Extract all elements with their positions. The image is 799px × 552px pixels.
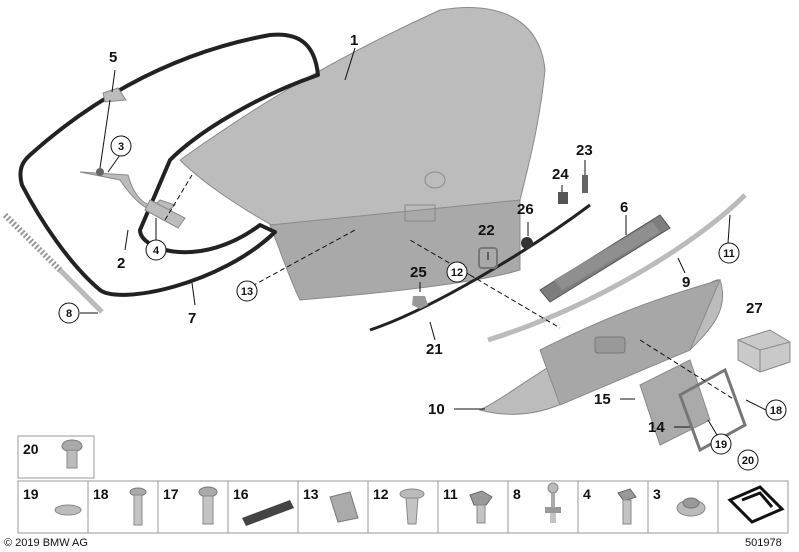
callout-15: 15	[594, 391, 611, 408]
box-27-part	[737, 329, 791, 373]
fastener-label-8: 8	[513, 486, 521, 502]
callout-1: 1	[350, 32, 358, 49]
callout-3: 3	[110, 135, 132, 157]
diagram-number: 501978	[745, 537, 782, 549]
screw-17-icon	[198, 486, 218, 525]
svg-text:11: 11	[723, 248, 735, 260]
nut-bolt-11-icon	[469, 490, 493, 524]
fastener-label-4: 4	[583, 486, 591, 502]
fastener-label-19: 19	[23, 486, 39, 502]
ball-stud-icon	[545, 482, 561, 523]
clip-24-part	[558, 192, 568, 204]
fastener-label-11: 11	[443, 486, 458, 502]
nut-3-icon	[676, 497, 706, 517]
washer-icon	[54, 504, 82, 516]
callout-27: 27	[746, 300, 763, 317]
clip-12-icon	[399, 488, 425, 525]
callout-7: 7	[188, 310, 196, 327]
plug-26-part	[521, 237, 533, 249]
gas-strut-part	[2, 212, 104, 314]
callout-19: 19	[710, 433, 732, 455]
hinge-part	[79, 87, 186, 229]
callout-5: 5	[109, 49, 117, 66]
buffer-25-part	[412, 296, 428, 309]
callout-4: 4	[145, 239, 167, 261]
fastener-label-12: 12	[373, 486, 389, 502]
chrome-strip-part	[487, 193, 747, 343]
callout-6: 6	[620, 199, 628, 216]
callout-13: 13	[236, 280, 258, 302]
leader-lines	[80, 47, 767, 441]
trim-strip-part	[369, 203, 591, 332]
callout-20: 20	[737, 449, 759, 471]
trunk-lid-part	[179, 7, 546, 301]
callout-22: 22	[478, 222, 495, 239]
svg-text:18: 18	[770, 405, 782, 417]
callout-2: 2	[117, 255, 125, 272]
fastener-label-13: 13	[303, 486, 319, 502]
fastener-cell-20: 20	[17, 435, 95, 479]
grommet-22-part	[478, 247, 498, 269]
callout-26: 26	[517, 201, 534, 218]
screw-18-icon	[129, 487, 147, 526]
callout-8: 8	[58, 302, 80, 324]
fastener-label-17: 17	[163, 486, 179, 502]
callout-18: 18	[765, 399, 787, 421]
copyright-text: © 2019 BMW AG	[4, 537, 88, 549]
callout-10: 10	[428, 401, 445, 418]
fastener-label-3: 3	[653, 486, 661, 502]
trim-panel-part	[478, 279, 724, 415]
fastener-label-16: 16	[233, 486, 249, 502]
callout-14: 14	[648, 419, 665, 436]
svg-text:13: 13	[241, 286, 253, 298]
svg-text:20: 20	[742, 455, 754, 467]
foam-pad-icon	[242, 500, 294, 526]
svg-text:19: 19	[715, 439, 727, 451]
callout-25: 25	[410, 264, 427, 281]
buffer-23-part	[582, 175, 588, 193]
callout-21: 21	[426, 341, 443, 358]
callout-12: 12	[446, 261, 468, 283]
svg-text:12: 12	[451, 267, 463, 279]
svg-text:8: 8	[66, 308, 72, 320]
fastener-row: 19 18 17 16 13 12 11 8 4 3	[17, 480, 789, 534]
callout-23: 23	[576, 142, 593, 159]
bolt-4-icon	[617, 488, 637, 525]
svg-text:20: 20	[23, 441, 39, 457]
plate-bracket-part	[639, 359, 747, 453]
callout-9: 9	[682, 274, 690, 291]
clip-13-icon	[329, 491, 359, 523]
pointer-arrow-icon	[727, 485, 785, 524]
svg-text:4: 4	[153, 245, 160, 257]
light-bar-part	[539, 214, 671, 303]
fastener-label-18: 18	[93, 486, 109, 502]
svg-text:3: 3	[118, 141, 124, 153]
callout-11: 11	[718, 242, 740, 264]
callout-24: 24	[552, 166, 569, 183]
